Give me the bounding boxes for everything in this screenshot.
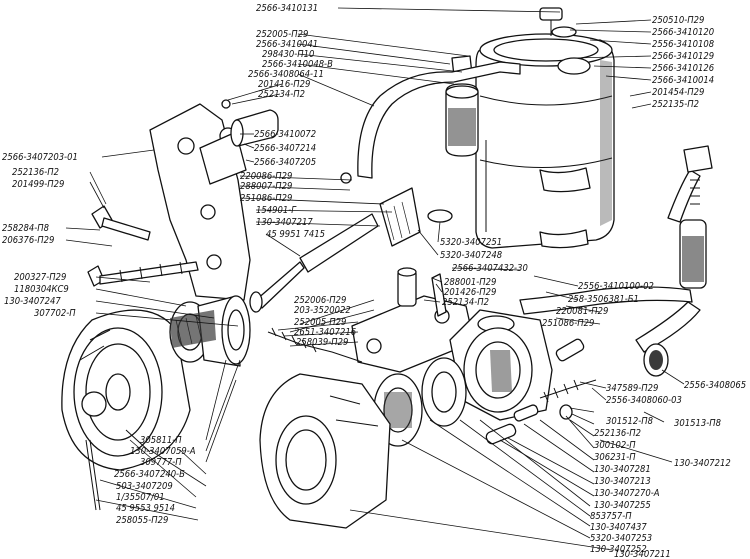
cotter-pins bbox=[85, 99, 352, 511]
label-306231-p: 306231-П bbox=[594, 452, 636, 463]
label-2566-3410126: 2566-3410126 bbox=[652, 63, 714, 74]
label-252006-p29: 252006-П29 bbox=[294, 295, 346, 306]
label-2566-3407432-30: 2566-3407432-30 bbox=[452, 263, 528, 274]
label-309777-p: 309777-П bbox=[140, 457, 182, 468]
label-130-3407211: 130-3407211 bbox=[614, 549, 671, 559]
pressure-sensor-cylinder bbox=[679, 145, 713, 289]
part-labels: 2566-3410131 252005-П29 2566-3410041 298… bbox=[2, 3, 746, 559]
label-203-3520022: 203-3520022 bbox=[294, 305, 351, 316]
label-252135-p2: 252135-П2 bbox=[652, 99, 699, 110]
label-250510-p29: 250510-П29 bbox=[652, 15, 704, 26]
label-1-35507-01: 1/35507/01 bbox=[116, 492, 165, 503]
label-252136-p2-right: 252136-П2 bbox=[594, 428, 641, 439]
label-288007-p29: 288007-П29 bbox=[240, 181, 292, 192]
label-45-9553-9514: 45 9553 9514 bbox=[116, 503, 175, 514]
label-300102-p: 300102-П bbox=[594, 440, 636, 451]
label-252005-p29-top: 252005-П29 bbox=[256, 29, 308, 40]
label-1180304kc9: 1180304КС9 bbox=[14, 284, 69, 295]
label-130-3407270-a: 130-3407270-А bbox=[594, 488, 660, 499]
label-130-3407255: 130-3407255 bbox=[594, 500, 651, 511]
valve-manifold-body bbox=[351, 267, 475, 373]
label-130-3407437: 130-3407437 bbox=[590, 522, 647, 533]
label-288001-p29: 288001-П29 bbox=[444, 277, 496, 288]
label-251086-p29-right: 251086-П29 bbox=[542, 318, 594, 329]
bearing-assembly bbox=[169, 295, 251, 367]
label-2566-3407214: 2566-3407214 bbox=[254, 143, 316, 154]
label-503-3407209: 503-3407209 bbox=[116, 481, 173, 492]
label-2566-3407240-b: 2566-3407240-Б bbox=[114, 469, 185, 480]
label-2566-3410131: 2566-3410131 bbox=[256, 3, 318, 14]
label-252136-p2-left: 252136-П2 bbox=[12, 167, 59, 178]
oil-reservoir-tank bbox=[475, 7, 615, 249]
label-201416-p29: 201416-П29 bbox=[258, 79, 310, 90]
label-2566-3407203-01: 2566-3407203-01 bbox=[2, 152, 78, 163]
seal-ring bbox=[643, 343, 669, 377]
label-301513-p8: 301513-П8 bbox=[674, 418, 721, 429]
label-258055-p29: 258055-П29 bbox=[116, 515, 168, 526]
hoses bbox=[357, 61, 701, 353]
label-2556-3410108: 2556-3410108 bbox=[652, 39, 714, 50]
label-45-9951-7415: 45 9951 7415 bbox=[266, 229, 325, 240]
label-130-3407217: 130-3407217 bbox=[256, 217, 313, 228]
label-252134-p2-top: 252134-П2 bbox=[258, 89, 305, 100]
label-258284-p8: 258284-П8 bbox=[2, 223, 49, 234]
label-252005-p29-mid: 252005-П29 bbox=[294, 317, 346, 328]
label-301512-p8: 301512-П8 bbox=[606, 416, 653, 427]
label-2566-3410129: 2566-3410129 bbox=[652, 51, 714, 62]
label-2556-3408065: 2556-3408065 bbox=[684, 380, 746, 391]
label-298430-p10: 298430-П10 bbox=[262, 49, 314, 60]
drive-pulley bbox=[61, 309, 191, 471]
label-5320-3407248: 5320-3407248 bbox=[440, 250, 502, 261]
label-200327-p29: 200327-П29 bbox=[14, 272, 66, 283]
label-2566-3410041: 2566-3410041 bbox=[256, 39, 318, 50]
label-130-3407212: 130-3407212 bbox=[674, 458, 731, 469]
label-130-3407247: 130-3407247 bbox=[4, 296, 61, 307]
label-220081-p29: 220081-П29 bbox=[556, 306, 608, 317]
label-258039-p29: 258039-П29 bbox=[296, 337, 348, 348]
label-2566-3410048-v: 2566-3410048-В bbox=[262, 59, 333, 70]
label-258-3506381-b1: 258-3506381-Б1 bbox=[568, 294, 639, 305]
leader-lines bbox=[65, 7, 685, 551]
label-2556-3408060-03: 2556-3408060-03 bbox=[606, 395, 682, 406]
shaft-sleeve bbox=[230, 109, 279, 147]
label-5320-3407253: 5320-3407253 bbox=[590, 533, 652, 544]
label-2566-3410072: 2566-3410072 bbox=[254, 129, 316, 140]
label-2566-3408064-11: 2566-3408064-11 bbox=[248, 69, 324, 80]
label-305811-p: 305811-П bbox=[140, 435, 182, 446]
label-201454-p29: 201454-П29 bbox=[652, 87, 704, 98]
label-252134-p2-mid: 252134-П2 bbox=[442, 297, 489, 308]
label-307702-p: 307702-П bbox=[34, 308, 76, 319]
label-2556-3410100-02: 2556-3410100-02 bbox=[578, 281, 654, 292]
pump-housing bbox=[449, 309, 553, 421]
label-2566-3410014: 2566-3410014 bbox=[652, 75, 714, 86]
label-2566-3410120: 2566-3410120 bbox=[652, 27, 714, 38]
label-154901-g: 154901-Г bbox=[256, 205, 297, 216]
label-201499-p29: 201499-П29 bbox=[12, 179, 64, 190]
label-2651-3407216: 2651-3407216 bbox=[294, 327, 356, 338]
label-220086-p29: 220086-П29 bbox=[240, 171, 292, 182]
label-2566-3407205: 2566-3407205 bbox=[254, 157, 316, 168]
label-5320-3407251: 5320-3407251 bbox=[440, 237, 502, 248]
bolts-left bbox=[87, 205, 199, 287]
label-130-3407281: 130-3407281 bbox=[594, 464, 651, 475]
label-130-3407059-a: 130-3407059-А bbox=[130, 446, 196, 457]
label-130-3407213: 130-3407213 bbox=[594, 476, 651, 487]
label-347589-p29: 347589-П29 bbox=[606, 383, 658, 394]
mounting-bracket bbox=[149, 103, 251, 301]
label-853757-p: 853757-П bbox=[590, 511, 632, 522]
springs-and-pins bbox=[267, 327, 597, 445]
pump-drive-shaft bbox=[249, 187, 453, 313]
label-251086-p29-mid: 251086-П29 bbox=[240, 193, 292, 204]
label-201426-p29: 201426-П29 bbox=[444, 287, 496, 298]
pump-front-cover bbox=[259, 373, 391, 529]
label-130-3407252: 130-3407252 bbox=[590, 544, 647, 555]
label-206376-p29: 206376-П29 bbox=[2, 235, 54, 246]
filter-element bbox=[445, 55, 479, 157]
